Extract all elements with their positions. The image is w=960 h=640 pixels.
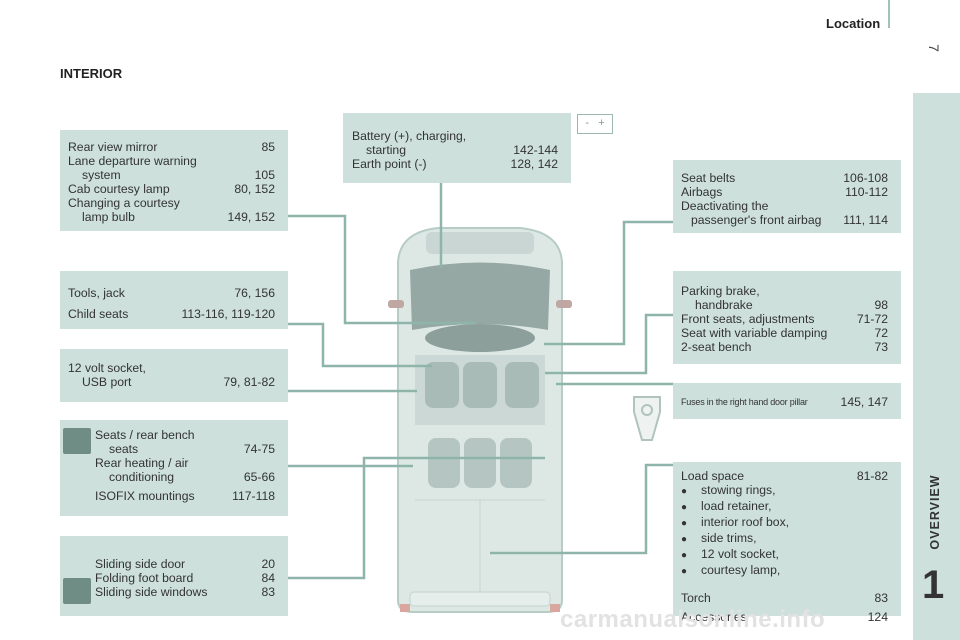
- entry-rear-heating: Rear heating / air: [95, 456, 189, 470]
- footer-watermark: carmanualsonline.info: [560, 606, 826, 633]
- battery-minus: -: [585, 117, 590, 129]
- chapter-side-tab: [913, 93, 960, 640]
- entry-lane-departure: Lane departure warning: [68, 154, 197, 168]
- van-seats-icon: [63, 428, 91, 454]
- entry-seats-rear-bench: Seats / rear bench: [95, 428, 195, 442]
- load-bullet-item: stowing rings,: [681, 483, 888, 499]
- entry-battery-charging: Battery (+), charging,: [352, 129, 467, 143]
- van-top-view-icon: [388, 227, 572, 613]
- entry-parking-brake: Parking brake,: [681, 284, 760, 298]
- header-divider: [888, 0, 890, 28]
- load-bullet-item: 12 volt socket,: [681, 547, 888, 563]
- page-header-title: Location: [826, 16, 881, 31]
- door-pillar-icon: [633, 396, 661, 441]
- chapter-number: 1: [922, 563, 945, 607]
- load-bullet-item: interior roof box,: [681, 515, 888, 531]
- section-title: INTERIOR: [60, 66, 123, 81]
- battery-plus: +: [598, 117, 605, 129]
- entry-earth-point: Earth point (-)128, 142: [352, 157, 558, 171]
- load-bullet-item: load retainer,: [681, 499, 888, 515]
- entry-12v-socket: 12 volt socket,: [68, 361, 146, 375]
- load-bullet-item: side trims,: [681, 531, 888, 547]
- entry-changing-courtesy: Changing a courtesy: [68, 196, 180, 210]
- load-bullet-item: courtesy lamp,: [681, 563, 888, 579]
- entry-deactivating: Deactivating the: [681, 199, 769, 213]
- van-sliding-door-icon: [63, 578, 91, 604]
- battery-icon: - +: [577, 114, 613, 134]
